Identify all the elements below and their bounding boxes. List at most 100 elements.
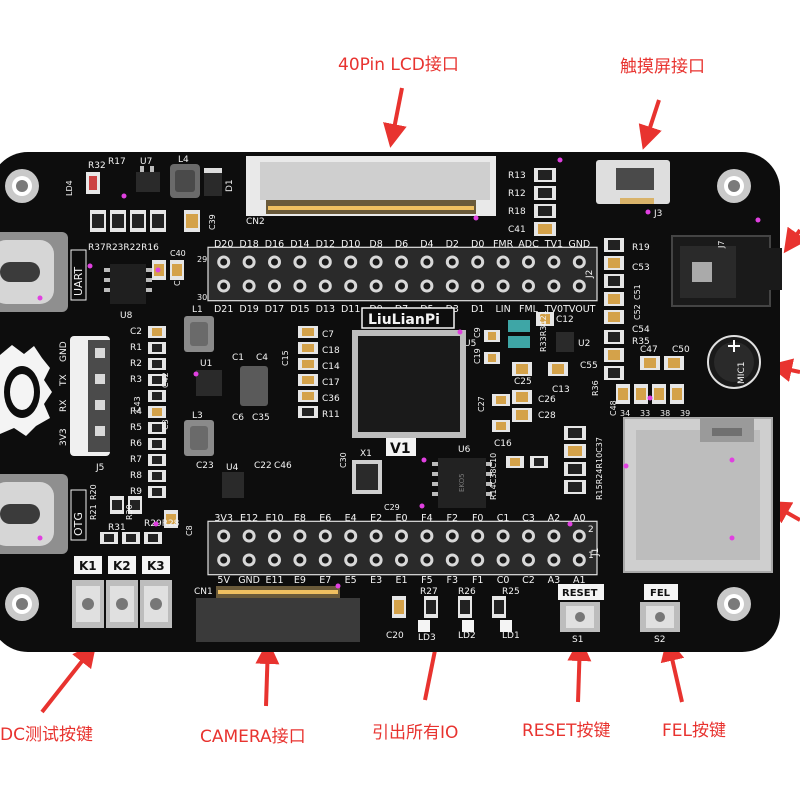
cap-column-c7 <box>298 326 318 418</box>
j2-label: D0 <box>471 239 484 250</box>
j2-pin-hole <box>423 258 431 266</box>
uart-pin-tx: TX <box>59 374 69 387</box>
callout-fel: FEL按键 <box>662 721 726 741</box>
j2-pin-hole <box>245 258 253 266</box>
j1-label: E10 <box>265 513 283 524</box>
j2-label: D19 <box>239 304 258 315</box>
inductor-l1 <box>184 316 214 352</box>
key-k1-button[interactable] <box>72 580 104 628</box>
j1-label: E9 <box>294 575 306 586</box>
c1-label: C1 <box>232 353 244 363</box>
c12-label: C12 <box>556 315 574 325</box>
j1-label: E11 <box>265 575 283 586</box>
pin-header-j1[interactable] <box>207 520 598 576</box>
pin-header-j2[interactable] <box>207 246 598 302</box>
j2-label: FMR <box>493 239 514 250</box>
j2-label: TVOUT <box>562 304 596 315</box>
brand-box <box>361 307 455 329</box>
key-k3-button[interactable] <box>140 580 172 628</box>
j1-label: F0 <box>472 513 484 524</box>
tf-card-slot[interactable] <box>623 417 773 573</box>
lcd-connector-cn2[interactable] <box>246 156 496 216</box>
j2-pin-hole <box>296 258 304 266</box>
fel-button[interactable] <box>640 602 680 632</box>
main-soc <box>352 330 466 438</box>
j2-label: D1 <box>471 304 484 315</box>
j1-pin-hole <box>448 532 456 540</box>
ld3-label: LD3 <box>418 633 436 643</box>
j2-label: D8 <box>369 239 382 250</box>
c52-label: C52 <box>633 304 642 320</box>
u8-chip <box>104 264 152 304</box>
resistor-row-r29 <box>110 496 178 528</box>
crystal-x1 <box>352 460 382 494</box>
j1-label: GND <box>238 575 260 586</box>
c6-label: C6 <box>232 413 244 423</box>
callout-lcd: 40Pin LCD接口 <box>338 55 459 75</box>
j1-label: F1 <box>472 575 484 586</box>
j2-pin29-label: 29 <box>197 255 207 264</box>
leds-bottom <box>392 596 512 632</box>
j1-label: F2 <box>447 513 459 524</box>
c28-label: C28 <box>538 411 556 421</box>
j2-label: D21 <box>214 304 233 315</box>
j2-pin-hole <box>525 258 532 266</box>
c30-label: C30 <box>339 452 348 468</box>
j2-label: D16 <box>265 239 284 250</box>
reset-button[interactable] <box>560 602 600 632</box>
version-label: V1 <box>390 441 411 457</box>
j1-pin-hole <box>347 556 355 564</box>
j1-pin-hole <box>245 556 253 564</box>
u5-label: U5 <box>464 339 476 349</box>
r14-row-label: R14C38C10 <box>489 453 498 500</box>
u4-label: U4 <box>226 463 239 473</box>
c21-label: C21 <box>539 310 548 326</box>
inductor-l2 <box>240 366 268 406</box>
u2-label: U2 <box>578 339 590 349</box>
camera-connector-cn1[interactable] <box>196 586 360 642</box>
j1-pin-hole <box>398 556 405 564</box>
j1-label: E5 <box>345 575 357 586</box>
j1-label: E0 <box>395 513 407 524</box>
audio-jack-j7[interactable] <box>671 235 782 307</box>
s2-label: S2 <box>654 635 665 645</box>
j2-label: LIN <box>495 304 510 315</box>
j2-label: D10 <box>341 239 360 250</box>
cap-c41-body <box>170 260 184 280</box>
mount-hole-tr <box>717 169 751 203</box>
j1-pin-hole <box>220 532 228 540</box>
mount-hole-tl <box>5 169 39 203</box>
j1-pin-hole <box>550 532 558 540</box>
c8-label: C8 <box>185 525 194 536</box>
c13-label: C13 <box>552 385 570 395</box>
key-k2-button[interactable] <box>106 580 138 628</box>
usb-c-otg[interactable] <box>0 474 68 554</box>
version-box <box>386 438 416 456</box>
c42-label: C42 <box>161 372 170 388</box>
c20-label: C20 <box>386 631 404 641</box>
j1-pin-hole <box>423 556 431 564</box>
uart-pin-header[interactable] <box>70 336 110 456</box>
k2-label-box <box>108 556 136 574</box>
r12-label: R12 <box>508 189 526 199</box>
u6-label: U6 <box>458 445 471 455</box>
j1-pin-hole <box>499 556 507 564</box>
usb-c-uart[interactable] <box>0 232 68 312</box>
r26-label: R26 <box>458 587 476 597</box>
j1-pin-hole <box>474 556 482 564</box>
j1-label: F5 <box>421 575 433 586</box>
j1-label: C2 <box>522 575 535 586</box>
r1-label: R1 <box>130 343 142 353</box>
d1-label: D1 <box>225 179 235 192</box>
c7-label: C7 <box>322 330 334 340</box>
uart-frame <box>70 249 87 301</box>
r8-label: R8 <box>130 471 142 481</box>
r19-label: R19 <box>632 243 650 253</box>
r13-label: R13 <box>508 171 526 181</box>
j1-label: C0 <box>497 575 510 586</box>
touch-connector-j3[interactable] <box>596 160 670 204</box>
r32-label: R32 <box>88 161 106 171</box>
marker-dots <box>37 157 761 589</box>
resistor-column-left <box>148 326 166 498</box>
j1-pin-hole <box>321 556 329 564</box>
